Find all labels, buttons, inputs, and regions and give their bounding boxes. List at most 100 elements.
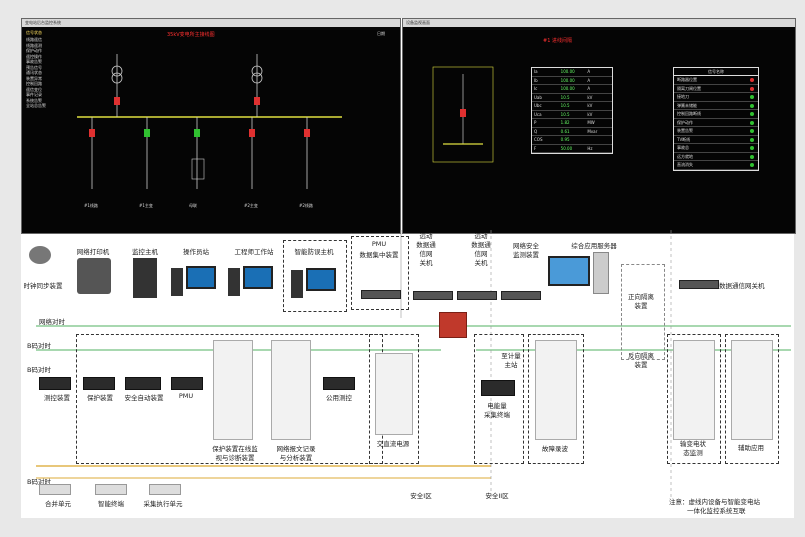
b-sync-label-2: B码对时 bbox=[27, 366, 51, 374]
fault-record-group bbox=[528, 334, 584, 464]
smart-alarm-label: 智能防误主机 bbox=[294, 248, 334, 256]
net-security-device bbox=[501, 291, 541, 300]
pc-tower-icon bbox=[171, 268, 183, 296]
status-led-icon bbox=[750, 120, 754, 125]
gateway1-device bbox=[413, 291, 453, 300]
note-line1: 注意：虚线内设备与智能变电站 bbox=[669, 498, 760, 506]
server-label: 综合应用服务器 bbox=[571, 242, 617, 250]
signal-row: 接地刀 bbox=[674, 93, 758, 102]
signal-row: 隔离刀闸位置 bbox=[674, 85, 758, 93]
engineer-label: 工程师工作站 bbox=[234, 248, 274, 256]
legend-item: 装置异常 bbox=[26, 75, 42, 81]
bay-diagram bbox=[432, 66, 494, 163]
merge-unit-label: 合并单元 bbox=[45, 500, 71, 508]
gateway2-line2: 数据通 bbox=[471, 241, 491, 249]
zone2-label: 安全II区 bbox=[485, 492, 509, 500]
bay-title: #1 进线间隔 bbox=[543, 38, 572, 44]
energy-device bbox=[481, 380, 515, 396]
note-line2: 一体化监控系统互联 bbox=[687, 507, 746, 515]
legend-item: 遥控操作 bbox=[26, 53, 42, 59]
collect-exec-device bbox=[149, 484, 181, 495]
measurement-cell: 1.82 bbox=[560, 120, 570, 125]
energy-line2: 采集终端 bbox=[484, 411, 510, 419]
diagram-frame: 变电站后台监控系统 35kV变电所主接线图 日期 信号状态 线路遥信线路遥测保护… bbox=[21, 18, 796, 518]
gateway1-line3: 信网 bbox=[419, 250, 433, 258]
forward-isolation-line2: 装置 bbox=[634, 302, 648, 310]
zone1-label: 安全I区 bbox=[410, 492, 432, 500]
auto-device-label: 安全自动装置 bbox=[124, 394, 164, 402]
merge-unit-device bbox=[39, 484, 71, 495]
measurement-cell: Uca bbox=[534, 111, 542, 117]
measurement-cell: F bbox=[534, 145, 537, 151]
ac-dc-group bbox=[369, 334, 419, 464]
signal-name: 断路器位置 bbox=[677, 77, 697, 82]
legend-item: 线路遥测 bbox=[26, 42, 42, 48]
measurement-cell: Ubc bbox=[534, 103, 542, 108]
online-monitor-line1: 输变电状 bbox=[680, 440, 706, 448]
signal-row: 直流消失 bbox=[674, 161, 758, 170]
single-line-diagram bbox=[77, 54, 342, 189]
gateway2-line4: 关机 bbox=[474, 259, 488, 267]
gateway2-device bbox=[457, 291, 497, 300]
legend-item: 全站总告警 bbox=[26, 103, 46, 108]
bay-label: #2主变 bbox=[244, 203, 258, 208]
status-led-icon bbox=[750, 78, 754, 82]
signal-row: 远方就地 bbox=[674, 153, 758, 161]
ac-dc-rack bbox=[375, 353, 413, 435]
isolation-group bbox=[621, 264, 665, 360]
measurement-cell: 100.00 bbox=[560, 77, 575, 83]
meter-station-line2: 主站 bbox=[504, 361, 518, 369]
energy-group bbox=[474, 334, 524, 464]
status-led-icon bbox=[750, 86, 754, 91]
signal-name: 隔离刀闸位置 bbox=[677, 85, 701, 91]
data-gateway-3-device bbox=[679, 280, 719, 289]
b-sync-label: B码对时 bbox=[27, 342, 51, 350]
measurement-cell: Ib bbox=[534, 77, 538, 83]
smart-alarm-group bbox=[283, 240, 347, 312]
data-gateway-3-label: 数据通信网关机 bbox=[719, 282, 765, 290]
public-measure-label: 公用测控 bbox=[326, 394, 352, 402]
pc-tower-icon-3 bbox=[291, 270, 303, 298]
measurement-cell: A bbox=[587, 69, 591, 74]
measurement-cell: Ia bbox=[534, 69, 538, 74]
printer-label: 网络打印机 bbox=[76, 248, 110, 256]
bay-label: 母联 bbox=[189, 203, 197, 208]
signal-name: 保护动作 bbox=[677, 119, 693, 125]
server-monitor-icon bbox=[548, 256, 590, 286]
monitor-icon bbox=[186, 266, 216, 289]
status-led-icon bbox=[750, 103, 754, 108]
measurement-cell: Hz bbox=[587, 145, 593, 151]
pmu-concentrator-device bbox=[361, 290, 401, 299]
measurement-cell: kV bbox=[587, 94, 593, 100]
ac-dc-label: 交直流电源 bbox=[376, 440, 410, 448]
legend-item: 事故告警 bbox=[26, 59, 42, 64]
record-line2: 与分析装置 bbox=[279, 454, 313, 462]
online-monitor-line2: 态监测 bbox=[683, 449, 703, 457]
online-monitor-rack bbox=[673, 340, 715, 440]
measurement-cell: Mvar bbox=[587, 128, 598, 134]
status-led-icon bbox=[750, 146, 754, 150]
b-sync-label-3: B码对时 bbox=[27, 478, 51, 486]
public-measure-device bbox=[323, 377, 355, 390]
signal-row: TV断线 bbox=[674, 136, 758, 144]
forward-isolation-line1: 正向隔离 bbox=[628, 293, 654, 301]
signal-name: 弹簧未储能 bbox=[677, 102, 697, 108]
signal-name: 事故总 bbox=[677, 145, 689, 150]
signal-name: 远方就地 bbox=[677, 153, 693, 159]
status-led-icon bbox=[750, 112, 754, 116]
measurement-cell: Ic bbox=[534, 86, 538, 91]
net-security-line1: 网络安全 bbox=[513, 242, 539, 250]
protection-label: 保护装置 bbox=[87, 394, 113, 402]
pmu-concentrator-line2: 数据集中装置 bbox=[359, 251, 399, 259]
protection-online-line1: 保护装置在线监 bbox=[212, 445, 258, 453]
auto-device bbox=[125, 377, 161, 390]
gateway1-line2: 数据通 bbox=[416, 241, 436, 249]
